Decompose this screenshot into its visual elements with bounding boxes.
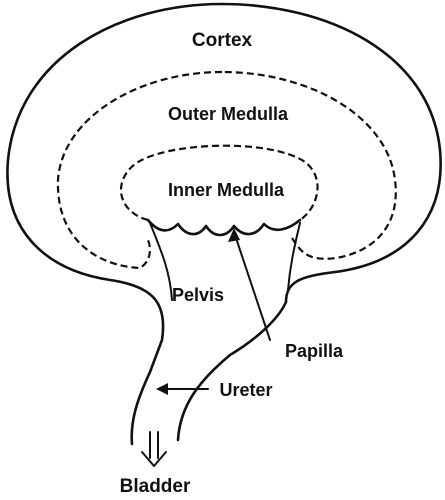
pelvis-label: Pelvis <box>172 285 224 305</box>
bladder-arrow-head <box>142 452 166 466</box>
inner-medulla-label: Inner Medulla <box>168 180 285 200</box>
papilla-label: Papilla <box>285 341 344 361</box>
cortex-outline-right <box>178 4 441 440</box>
papilla-edge <box>148 220 300 235</box>
cortex-label: Cortex <box>192 30 253 51</box>
papilla-pointer <box>234 232 270 340</box>
outer-medulla-boundary <box>58 72 396 268</box>
bladder-label: Bladder <box>120 476 191 497</box>
ureter-label: Ureter <box>219 380 272 400</box>
cortex-outline-left <box>7 4 222 444</box>
pelvis-wall-left <box>150 223 172 300</box>
ureter-pointer-arrowhead <box>156 383 168 395</box>
outer-medulla-label: Outer Medulla <box>168 104 289 124</box>
